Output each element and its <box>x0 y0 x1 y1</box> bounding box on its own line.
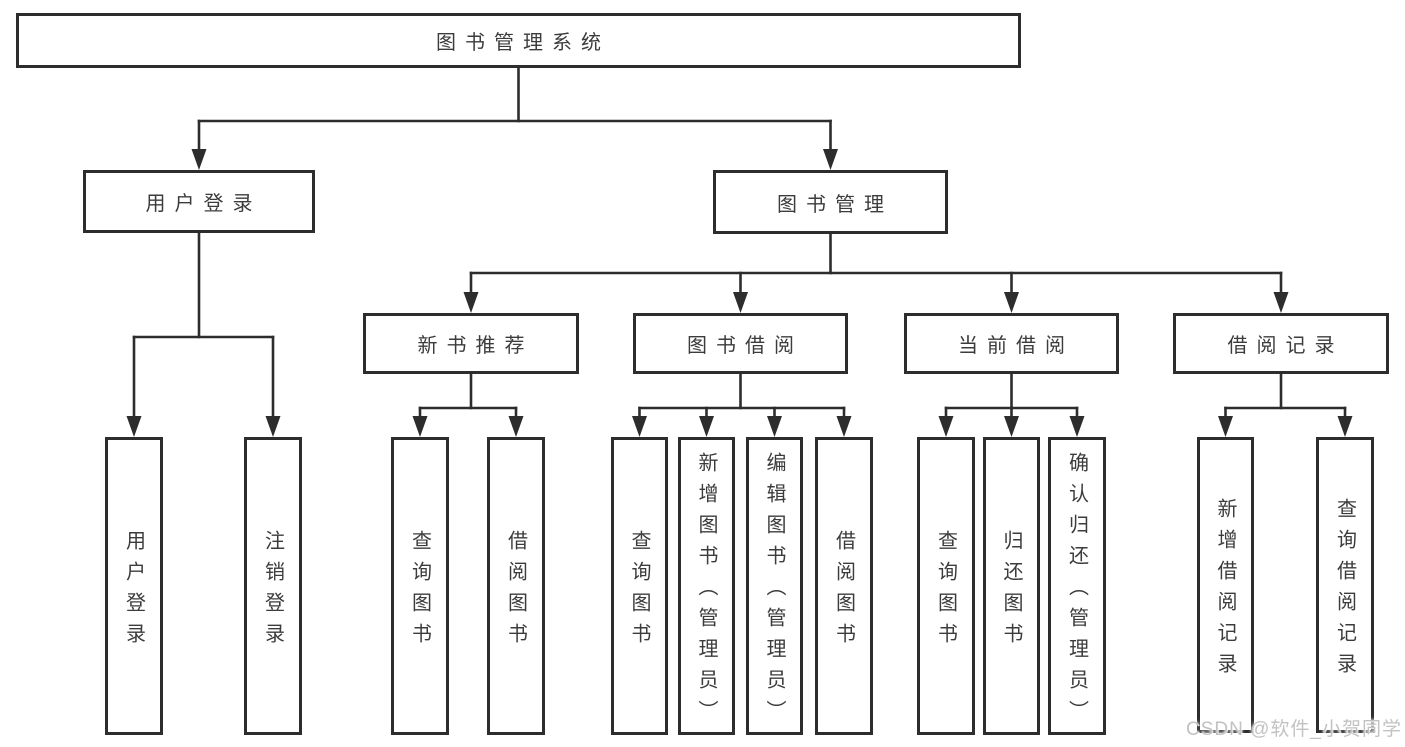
node-book-mgmt: 图书管理 <box>713 170 948 234</box>
node-label-leaf-bb-query-books: 查询图书 <box>628 529 650 654</box>
node-label-leaf-bb-edit-books: 编辑图书（管理员） <box>763 452 785 731</box>
node-label-book-borrow: 图书借阅 <box>687 335 803 357</box>
node-current-borrow: 当前借阅 <box>904 313 1119 374</box>
node-leaf-br-add-record: 新增借阅记录 <box>1197 437 1254 733</box>
node-leaf-bb-borrow-books: 借阅图书 <box>815 437 873 735</box>
node-label-current-borrow: 当前借阅 <box>958 335 1074 357</box>
node-label-leaf-br-add-record: 新增借阅记录 <box>1214 497 1236 684</box>
node-label-leaf-nbr-borrow-books: 借阅图书 <box>504 529 527 654</box>
node-leaf-bb-edit-books: 编辑图书（管理员） <box>746 437 803 735</box>
node-leaf-cb-confirm-return: 确认归还（管理员） <box>1048 437 1106 735</box>
node-user-login: 用户登录 <box>83 170 315 233</box>
node-label-book-mgmt: 图书管理 <box>777 193 893 216</box>
node-leaf-nbr-query-books: 查询图书 <box>391 437 449 735</box>
node-label-borrow-records: 借阅记录 <box>1227 335 1344 357</box>
node-leaf-bb-query-books: 查询图书 <box>611 437 668 735</box>
node-label-leaf-nbr-query-books: 查询图书 <box>408 529 431 654</box>
node-borrow-records: 借阅记录 <box>1173 313 1389 374</box>
node-leaf-br-query-record: 查询借阅记录 <box>1316 437 1374 733</box>
node-book-borrow: 图书借阅 <box>633 313 848 374</box>
node-leaf-cb-return-books: 归还图书 <box>983 437 1040 735</box>
watermark: CSDN @软件_小贺同学 <box>1186 719 1402 740</box>
node-leaf-logout: 注销登录 <box>244 437 302 735</box>
node-label-root: 图书管理系统 <box>436 32 610 54</box>
node-leaf-user-login: 用户登录 <box>105 437 163 735</box>
node-new-book-rec: 新书推荐 <box>363 313 579 374</box>
node-leaf-bb-add-books: 新增图书（管理员） <box>678 437 735 735</box>
node-label-leaf-bb-borrow-books: 借阅图书 <box>832 529 855 654</box>
node-label-user-login: 用户登录 <box>145 193 262 215</box>
node-label-leaf-logout: 注销登录 <box>261 529 284 654</box>
node-label-leaf-cb-confirm-return: 确认归还（管理员） <box>1065 452 1088 731</box>
node-label-leaf-cb-return-books: 归还图书 <box>1000 529 1022 654</box>
node-label-leaf-cb-query-books: 查询图书 <box>934 529 957 654</box>
node-label-leaf-bb-add-books: 新增图书（管理员） <box>695 452 717 731</box>
node-leaf-cb-query-books: 查询图书 <box>917 437 975 735</box>
node-leaf-nbr-borrow-books: 借阅图书 <box>487 437 545 735</box>
node-label-leaf-br-query-record: 查询借阅记录 <box>1333 497 1356 684</box>
node-label-new-book-rec: 新书推荐 <box>417 335 534 357</box>
node-root: 图书管理系统 <box>16 13 1021 68</box>
node-label-leaf-user-login: 用户登录 <box>122 529 145 654</box>
